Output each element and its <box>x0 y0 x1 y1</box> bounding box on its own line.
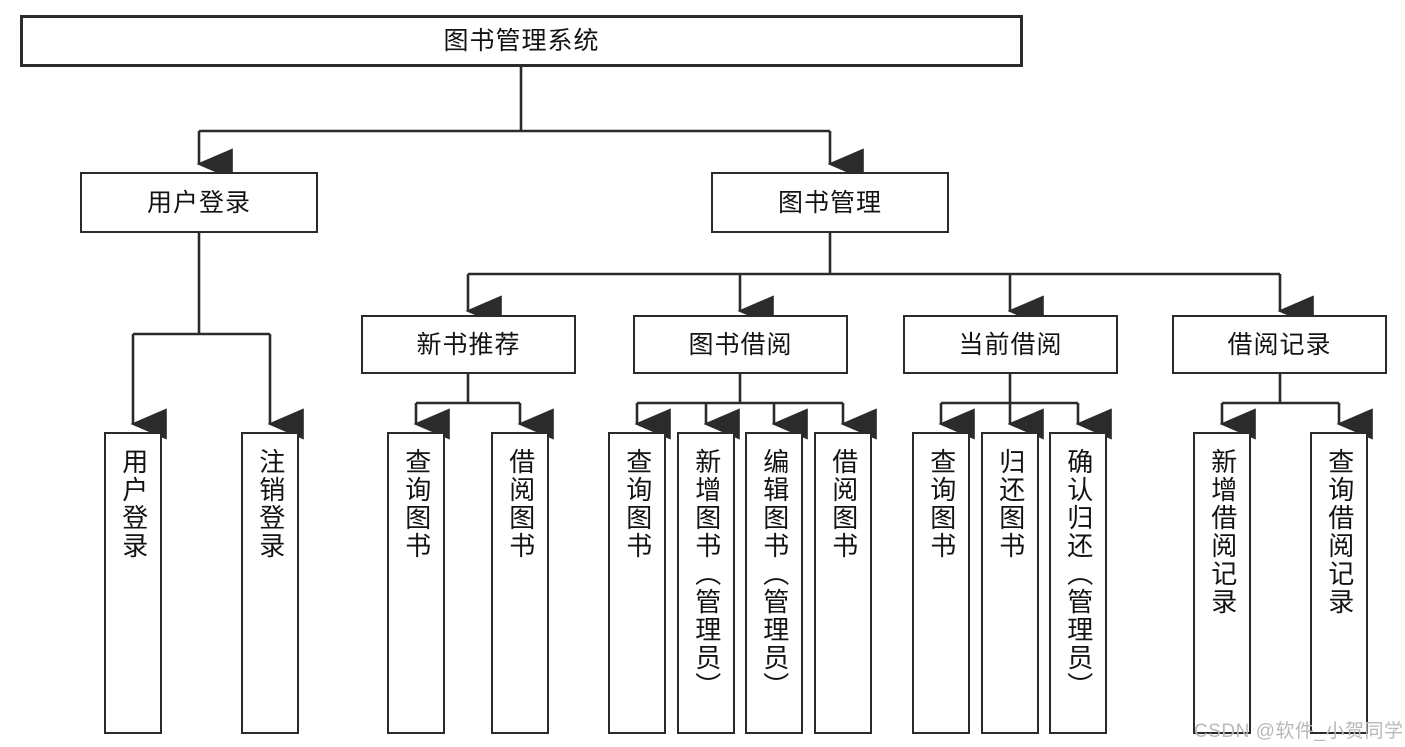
node-label: 确认归还（管理员） <box>1063 448 1094 700</box>
node-label: 图书借阅 <box>688 330 793 359</box>
node-label: 注销登录 <box>255 448 286 560</box>
node-user-login[interactable]: 用户登录 <box>80 172 318 233</box>
node-label: 查询借阅记录 <box>1324 448 1355 616</box>
node-label: 查询图书 <box>401 448 432 560</box>
leaf-current-query-books[interactable]: 查询图书 <box>912 432 970 734</box>
node-label: 查询图书 <box>622 448 653 560</box>
node-label: 图书管理系统 <box>443 27 600 55</box>
node-label: 新书推荐 <box>416 330 521 359</box>
node-label: 查询图书 <box>926 448 957 560</box>
node-label: 当前借阅 <box>958 330 1063 359</box>
node-label: 编辑图书（管理员） <box>759 448 790 700</box>
leaf-user-login-login[interactable]: 用户登录 <box>104 432 162 734</box>
leaf-record-query-borrow-record[interactable]: 查询借阅记录 <box>1310 432 1368 734</box>
node-root-book-management-system[interactable]: 图书管理系统 <box>20 15 1023 67</box>
leaf-borrow-add-book-admin[interactable]: 新增图书（管理员） <box>677 432 735 734</box>
leaf-borrow-query-books[interactable]: 查询图书 <box>608 432 666 734</box>
node-label: 用户登录 <box>146 188 251 217</box>
node-label: 借阅图书 <box>505 448 536 560</box>
node-label: 新增图书（管理员） <box>691 448 722 700</box>
node-label: 用户登录 <box>118 448 149 560</box>
leaf-new-book-query-books[interactable]: 查询图书 <box>387 432 445 734</box>
leaf-current-return-books[interactable]: 归还图书 <box>981 432 1039 734</box>
leaf-current-confirm-return-admin[interactable]: 确认归还（管理员） <box>1049 432 1107 734</box>
csdn-watermark: CSDN @软件_小贺同学 <box>1194 721 1404 742</box>
leaf-borrow-borrow-books[interactable]: 借阅图书 <box>814 432 872 734</box>
node-label: 借阅记录 <box>1227 330 1332 359</box>
node-label: 归还图书 <box>995 448 1026 560</box>
node-new-book-recommendation[interactable]: 新书推荐 <box>361 315 576 374</box>
node-borrowing-record[interactable]: 借阅记录 <box>1172 315 1387 374</box>
node-current-borrowing[interactable]: 当前借阅 <box>903 315 1118 374</box>
node-book-management[interactable]: 图书管理 <box>711 172 949 233</box>
node-label: 图书管理 <box>777 188 882 217</box>
node-label: 借阅图书 <box>828 448 859 560</box>
leaf-record-add-borrow-record[interactable]: 新增借阅记录 <box>1193 432 1251 734</box>
node-label: 新增借阅记录 <box>1207 448 1238 616</box>
leaf-user-login-logout[interactable]: 注销登录 <box>241 432 299 734</box>
leaf-borrow-edit-book-admin[interactable]: 编辑图书（管理员） <box>745 432 803 734</box>
node-book-borrowing[interactable]: 图书借阅 <box>633 315 848 374</box>
leaf-new-book-borrow-books[interactable]: 借阅图书 <box>491 432 549 734</box>
